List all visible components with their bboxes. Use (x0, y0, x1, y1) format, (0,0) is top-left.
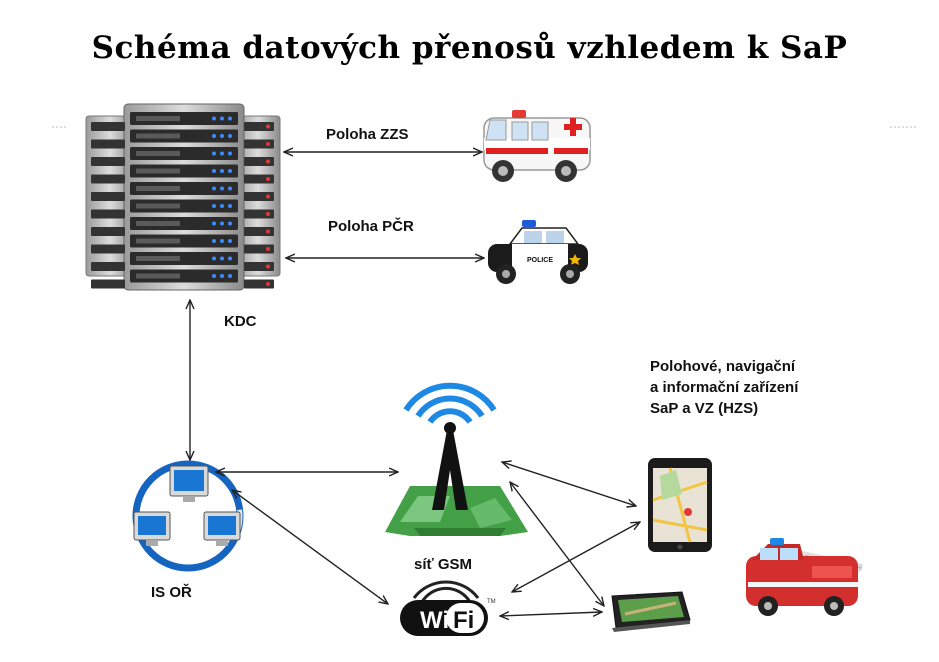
arrow-isor-wifi (232, 490, 388, 604)
ambulance-icon (483, 110, 591, 182)
police-car-icon: POLICE (488, 220, 588, 284)
label-devices-line1: Polohové, navigační (650, 358, 796, 375)
server-led (266, 229, 270, 234)
server-unit (130, 269, 238, 283)
label-devices-line3: SaP a VZ (HZS) (650, 400, 759, 417)
server-unit-side (244, 209, 274, 219)
server-unit-side (244, 174, 274, 184)
server-unit-side (91, 209, 125, 219)
server-unit (130, 129, 238, 143)
server-led (266, 194, 270, 199)
label-poloha-zzs: Poloha ZZS (326, 126, 409, 143)
server-unit-side (91, 192, 125, 201)
server-unit-side (91, 139, 125, 149)
server-led (266, 247, 270, 251)
server-unit (130, 147, 238, 160)
wifi-fi-text: Fi (453, 607, 474, 634)
label-devices-line2: a informační zařízení (650, 379, 799, 396)
fire-truck-icon (746, 538, 863, 616)
arrow-wifi-phone (512, 522, 640, 592)
server-led (266, 159, 270, 164)
server-led (266, 142, 270, 146)
label-poloha-pcr: Poloha PČR (328, 218, 414, 235)
wifi-tm-text: TM (487, 599, 496, 605)
label-gsm: síť GSM (414, 556, 473, 573)
server-unit-side (91, 262, 125, 271)
server-unit-side (244, 262, 274, 271)
server-unit-side (244, 157, 274, 166)
server-unit-side (244, 227, 274, 236)
server-unit-side (244, 244, 274, 254)
server-led (266, 264, 270, 269)
label-devices: Polohové, navigační a informační zařízen… (650, 356, 798, 419)
gps-tablet-icon (611, 591, 691, 632)
police-text: POLICE (527, 257, 553, 264)
smartphone-icon (648, 458, 712, 552)
arrow-gsm-tablet (510, 482, 604, 606)
server-led (266, 177, 270, 181)
server-unit (130, 199, 238, 213)
server-unit-side (91, 174, 125, 184)
server-unit (130, 112, 238, 125)
server-led (266, 282, 270, 286)
server-led (266, 124, 270, 129)
arrow-gsm-phone (502, 462, 636, 506)
server-unit-side (91, 279, 125, 289)
server-unit (130, 164, 238, 178)
server-unit-side (91, 227, 125, 236)
gsm-tower-icon (385, 382, 528, 536)
server-unit-side (244, 139, 274, 149)
network-computers-icon (132, 460, 244, 572)
server-unit-side (91, 244, 125, 254)
server-unit (130, 217, 238, 230)
page-title: Schéma datových přenosů vzhledem k SaP (91, 30, 848, 66)
server-unit-side (244, 122, 274, 131)
label-is-or: IS OŘ (151, 584, 192, 601)
server-rack-icon (85, 103, 281, 291)
server-unit-side (91, 122, 125, 131)
label-kdc: KDC (224, 313, 257, 330)
server-unit-side (244, 192, 274, 201)
server-unit (130, 234, 238, 248)
wifi-logo-icon: Wi Fi TM (400, 580, 496, 636)
server-unit-side (91, 157, 125, 166)
connection-arrows (190, 152, 640, 616)
server-unit (130, 182, 238, 195)
arrow-wifi-tablet (500, 612, 602, 616)
server-unit-side (244, 279, 274, 289)
wifi-wi-text: Wi (420, 607, 449, 634)
server-unit (130, 252, 238, 265)
server-led (266, 212, 270, 216)
